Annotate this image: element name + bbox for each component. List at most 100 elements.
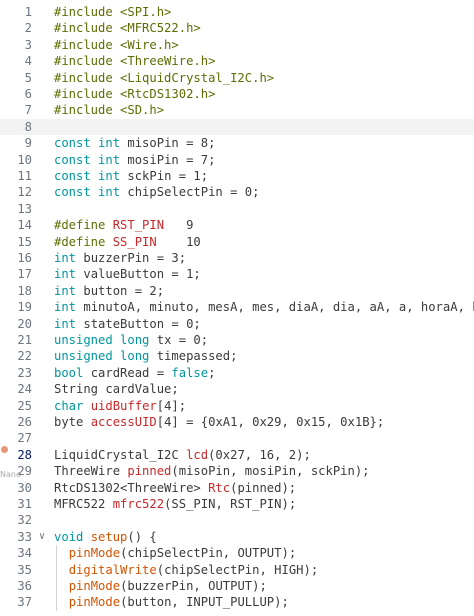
breakpoint-dot-icon[interactable]	[1, 446, 8, 453]
code-token: (pinned);	[230, 480, 297, 495]
code-text[interactable]: const int misoPin = 8;	[54, 135, 474, 151]
fold-chevron-icon[interactable]: ∨	[38, 530, 46, 542]
code-line[interactable]: 34 pinMode(chipSelectPin, OUTPUT);	[0, 545, 474, 561]
code-token: mosiPin = 7;	[120, 152, 216, 167]
code-text[interactable]: LiquidCrystal_I2C lcd(0x27, 16, 2);	[54, 447, 474, 463]
code-text[interactable]: int valueButton = 1;	[54, 266, 474, 282]
code-text[interactable]: #define RST_PIN 9	[54, 217, 474, 233]
code-text[interactable]: #include <SPI.h>	[54, 4, 474, 20]
code-text[interactable]: const int sckPin = 1;	[54, 168, 474, 184]
code-line[interactable]: 19 int minutoA, minuto, mesA, mes, diaA, …	[0, 299, 474, 315]
code-line[interactable]: 31 MFRC522 mfrc522(SS_PIN, RST_PIN);	[0, 496, 474, 512]
code-text[interactable]: const int mosiPin = 7;	[54, 152, 474, 168]
code-text[interactable]: bool cardRead = false;	[54, 365, 474, 381]
code-token: lcd	[186, 447, 209, 462]
code-token: const int	[54, 185, 121, 200]
code-text[interactable]: const int chipSelectPin = 0;	[54, 184, 474, 200]
line-number: 10	[17, 152, 32, 167]
code-token: setup	[90, 529, 128, 544]
line-number: 7	[24, 103, 32, 118]
code-line[interactable]: 8	[0, 118, 474, 136]
code-text[interactable]: #include <SD.h>	[54, 102, 474, 118]
code-token: (0x27, 16, 2);	[208, 447, 311, 462]
code-text[interactable]: #include <RtcDS1302.h>	[54, 86, 474, 102]
line-number: 31	[17, 497, 32, 511]
code-text[interactable]: unsigned long timepassed;	[54, 348, 474, 364]
code-text[interactable]: ThreeWire pinned(misoPin, mosiPin, sckPi…	[54, 463, 474, 479]
code-text[interactable]: byte accessUID[4] = {0xA1, 0x29, 0x15, 0…	[54, 414, 474, 430]
code-line[interactable]: 32	[0, 512, 474, 528]
code-text[interactable]: unsigned long tx = 0;	[54, 332, 474, 348]
code-line[interactable]: 13	[0, 201, 474, 217]
line-number: 25	[17, 398, 32, 413]
code-token: sckPin = 1;	[120, 169, 209, 183]
code-token: byte	[54, 415, 84, 429]
code-text[interactable]: void setup() {	[54, 529, 474, 545]
code-line[interactable]: 27	[0, 430, 474, 446]
code-token: minutoA, minuto, mesA, mes, diaA, dia, a…	[76, 300, 474, 315]
code-text[interactable]: pinMode(buzzerPin, OUTPUT);	[54, 578, 474, 594]
code-text[interactable]: pinMode(chipSelectPin, OUTPUT);	[54, 545, 474, 561]
code-text[interactable]: char uidBuffer[4];	[54, 398, 474, 414]
line-number: 35	[17, 562, 32, 577]
code-token: cardRead =	[83, 365, 172, 380]
code-line[interactable]: 36 pinMode(buzzerPin, OUTPUT);	[0, 578, 474, 594]
code-token: int	[54, 251, 77, 265]
code-line[interactable]: 25 char uidBuffer[4];	[0, 398, 474, 414]
code-line[interactable]: 10 const int mosiPin = 7;	[0, 152, 474, 168]
code-text[interactable]: pinMode(button, INPUT_PULLUP);	[54, 594, 474, 610]
code-token: (buzzerPin, OUTPUT);	[120, 579, 267, 593]
code-line[interactable]: 5#include <LiquidCrystal_I2C.h>	[0, 70, 474, 86]
code-text[interactable]: #include <MFRC522.h>	[54, 20, 474, 36]
code-token: tx = 0;	[149, 333, 209, 347]
code-token: pinned	[127, 464, 172, 479]
line-number: 32	[17, 513, 32, 528]
code-text[interactable]: int stateButton = 0;	[54, 316, 474, 332]
code-line[interactable]: 7 #include <SD.h>	[0, 102, 474, 118]
code-text[interactable]: #include <LiquidCrystal_I2C.h>	[54, 70, 474, 86]
code-line[interactable]: 14#define RST_PIN 9	[0, 217, 474, 233]
code-text[interactable]: #define SS_PIN 10	[54, 234, 474, 250]
code-text[interactable]: #include <ThreeWire.h>	[54, 53, 474, 69]
code-line[interactable]: 1#include <SPI.h>	[0, 4, 474, 20]
code-line[interactable]: 33∨void setup() {	[0, 529, 474, 545]
code-line[interactable]: 37 pinMode(button, INPUT_PULLUP);	[0, 594, 474, 610]
code-token: (SS_PIN, RST_PIN);	[164, 497, 297, 511]
code-token: #include <SD.h>	[54, 103, 165, 118]
code-line[interactable]: 2#include <MFRC522.h>	[0, 20, 474, 36]
code-text[interactable]: RtcDS1302<ThreeWire> Rtc(pinned);	[54, 480, 474, 496]
code-text[interactable]: int buzzerPin = 3;	[54, 250, 474, 266]
code-line[interactable]: 20 int stateButton = 0;	[0, 316, 474, 332]
code-token: SS_PIN	[112, 234, 157, 249]
code-token: unsigned long	[54, 333, 150, 347]
code-line[interactable]: 3#include <Wire.h>	[0, 37, 474, 53]
code-text[interactable]: int button = 2;	[54, 283, 474, 299]
code-text[interactable]: int minutoA, minuto, mesA, mes, diaA, di…	[54, 299, 474, 315]
code-line[interactable]: 15#define SS_PIN 10	[0, 234, 474, 250]
line-number: 19	[17, 300, 32, 315]
code-text[interactable]: #include <Wire.h>	[54, 37, 474, 53]
code-text[interactable]: MFRC522 mfrc522(SS_PIN, RST_PIN);	[54, 496, 474, 512]
line-number: 13	[17, 201, 32, 216]
code-line[interactable]: 6#include <RtcDS1302.h>	[0, 86, 474, 102]
line-number: 20	[17, 316, 32, 331]
code-text[interactable]: String cardValue;	[54, 381, 474, 397]
code-line[interactable]: 35 digitalWrite(chipSelectPin, HIGH);	[0, 562, 474, 578]
code-line[interactable]: 4#include <ThreeWire.h>	[0, 53, 474, 69]
code-text[interactable]: digitalWrite(chipSelectPin, HIGH);	[54, 562, 474, 578]
